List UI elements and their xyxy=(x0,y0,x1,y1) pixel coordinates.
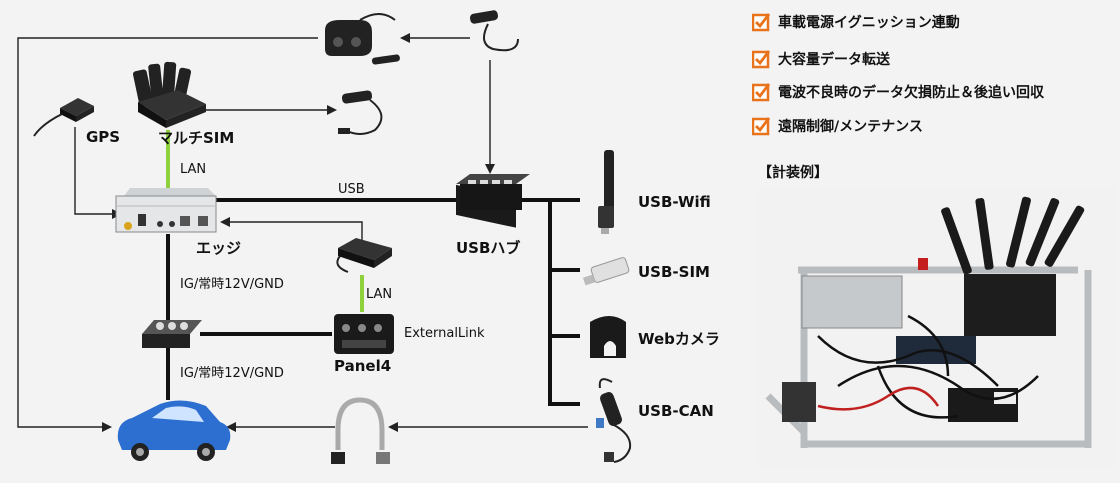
external-link-label: ExternalLink xyxy=(404,326,485,341)
obd-cable-icon xyxy=(331,397,390,464)
feature-text: 車載電源イグニッション連動 xyxy=(778,15,960,31)
installation-photo xyxy=(758,186,1116,466)
thin-connections xyxy=(17,33,588,432)
usb-wifi-icon xyxy=(598,150,614,234)
photo-title: 【計装例】 xyxy=(758,165,828,181)
router-icon xyxy=(132,61,206,128)
lan-label-panel: LAN xyxy=(366,287,393,302)
checkbox-checked-icon xyxy=(752,50,771,69)
usb-label: USB xyxy=(338,182,365,197)
usb-can-cable-icon xyxy=(596,378,632,463)
system-diagram xyxy=(17,10,632,464)
feature-item: 大容量データ転送 xyxy=(752,49,890,69)
checkbox-checked-icon xyxy=(752,117,771,136)
power-label-top: IG/常時12V/GND xyxy=(180,277,284,292)
usb-hub-icon xyxy=(456,174,530,228)
panel4-icon xyxy=(334,314,394,354)
feature-text: 大容量データ転送 xyxy=(778,52,890,68)
usb-can-label: USB-CAN xyxy=(638,402,714,420)
webcam-label: Webカメラ xyxy=(638,330,720,348)
feature-item: 電波不良時のデータ欠損防止＆後追い回収 xyxy=(752,82,1044,102)
terminal-block-icon xyxy=(142,320,202,348)
edge-label: エッジ xyxy=(196,239,242,257)
power-label-bottom: IG/常時12V/GND xyxy=(180,366,284,381)
feature-text: 電波不良時のデータ欠損防止＆後追い回収 xyxy=(778,85,1044,101)
usb-hub-label: USBハブ xyxy=(456,239,521,257)
car-icon xyxy=(117,400,231,461)
feature-text: 遠隔制御/メンテナンス xyxy=(778,119,923,135)
usb-wifi-label: USB-Wifi xyxy=(638,193,711,211)
edge-device-icon xyxy=(115,188,217,233)
feature-item: 遠隔制御/メンテナンス xyxy=(752,116,923,136)
gps-antenna-icon xyxy=(33,98,94,137)
usb-sim-icon xyxy=(583,257,630,286)
gps-label: GPS xyxy=(86,128,121,146)
usb-power-plug-icon xyxy=(469,10,519,52)
lan-label-top: LAN xyxy=(180,162,207,177)
thick-connections xyxy=(166,198,580,406)
webcam-icon xyxy=(590,316,626,358)
installation-photo-drawing xyxy=(758,186,1116,466)
usb-power-plug-icon xyxy=(338,90,383,135)
checkbox-checked-icon xyxy=(752,13,771,32)
power-adapter-icon xyxy=(336,238,392,273)
lan-connections xyxy=(166,130,364,312)
cigar-socket-icon xyxy=(325,13,400,65)
feature-item: 車載電源イグニッション連動 xyxy=(752,12,960,32)
multi-sim-label: マルチSIM xyxy=(158,129,235,147)
panel4-label: Panel4 xyxy=(334,357,392,375)
checkbox-checked-icon xyxy=(752,83,771,102)
usb-sim-label: USB-SIM xyxy=(638,263,710,281)
